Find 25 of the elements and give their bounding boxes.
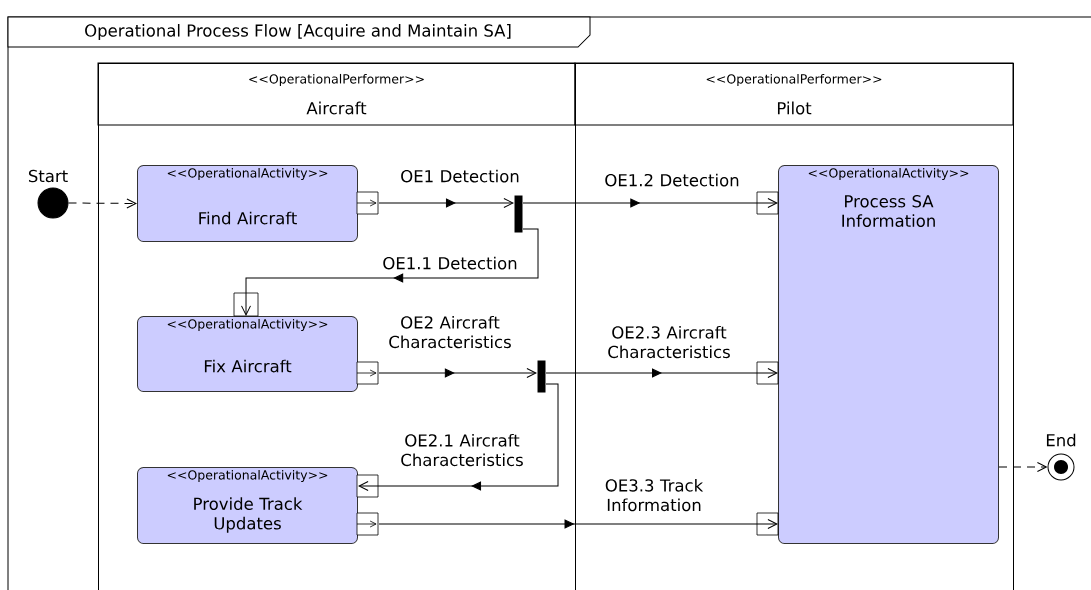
node-label: Start <box>28 169 68 183</box>
arrow <box>545 368 778 378</box>
arrow <box>378 368 537 378</box>
arrow <box>358 383 559 491</box>
edge-label: OE2.3 Aircraft Characteristics <box>608 325 730 359</box>
arrow <box>68 198 137 209</box>
edge-label: OE2.1 Aircraft Characteristics <box>401 433 523 467</box>
node-label: End <box>1046 433 1076 447</box>
activity-box: <<OperationalActivity>> Fix Aircraft <box>137 316 358 392</box>
edge-label: OE1.2 Detection <box>605 173 739 187</box>
arrow <box>998 462 1047 472</box>
arrow <box>378 519 778 529</box>
edge-label: OE2 Aircraft Characteristics <box>389 315 511 349</box>
arrow <box>522 198 778 208</box>
edge-label: OE1 Detection <box>401 169 519 183</box>
title-tab: Operational Process Flow [Acquire and Maintain SA] <box>7 16 591 48</box>
activity-box: <<OperationalActivity>> Find Aircraft <box>137 165 358 242</box>
edge-label: OE3.3 Track Information <box>605 478 704 512</box>
activity-box: <<OperationalActivity>> Process SA Information <box>778 165 999 544</box>
edge-label: OE1.1 Detection <box>383 256 517 270</box>
fork-bar <box>537 360 546 393</box>
arrow <box>241 228 539 316</box>
activity-box: <<OperationalActivity>> Provide Track Updates <box>137 467 358 544</box>
arrow <box>378 198 514 208</box>
fork-bar <box>514 195 523 233</box>
